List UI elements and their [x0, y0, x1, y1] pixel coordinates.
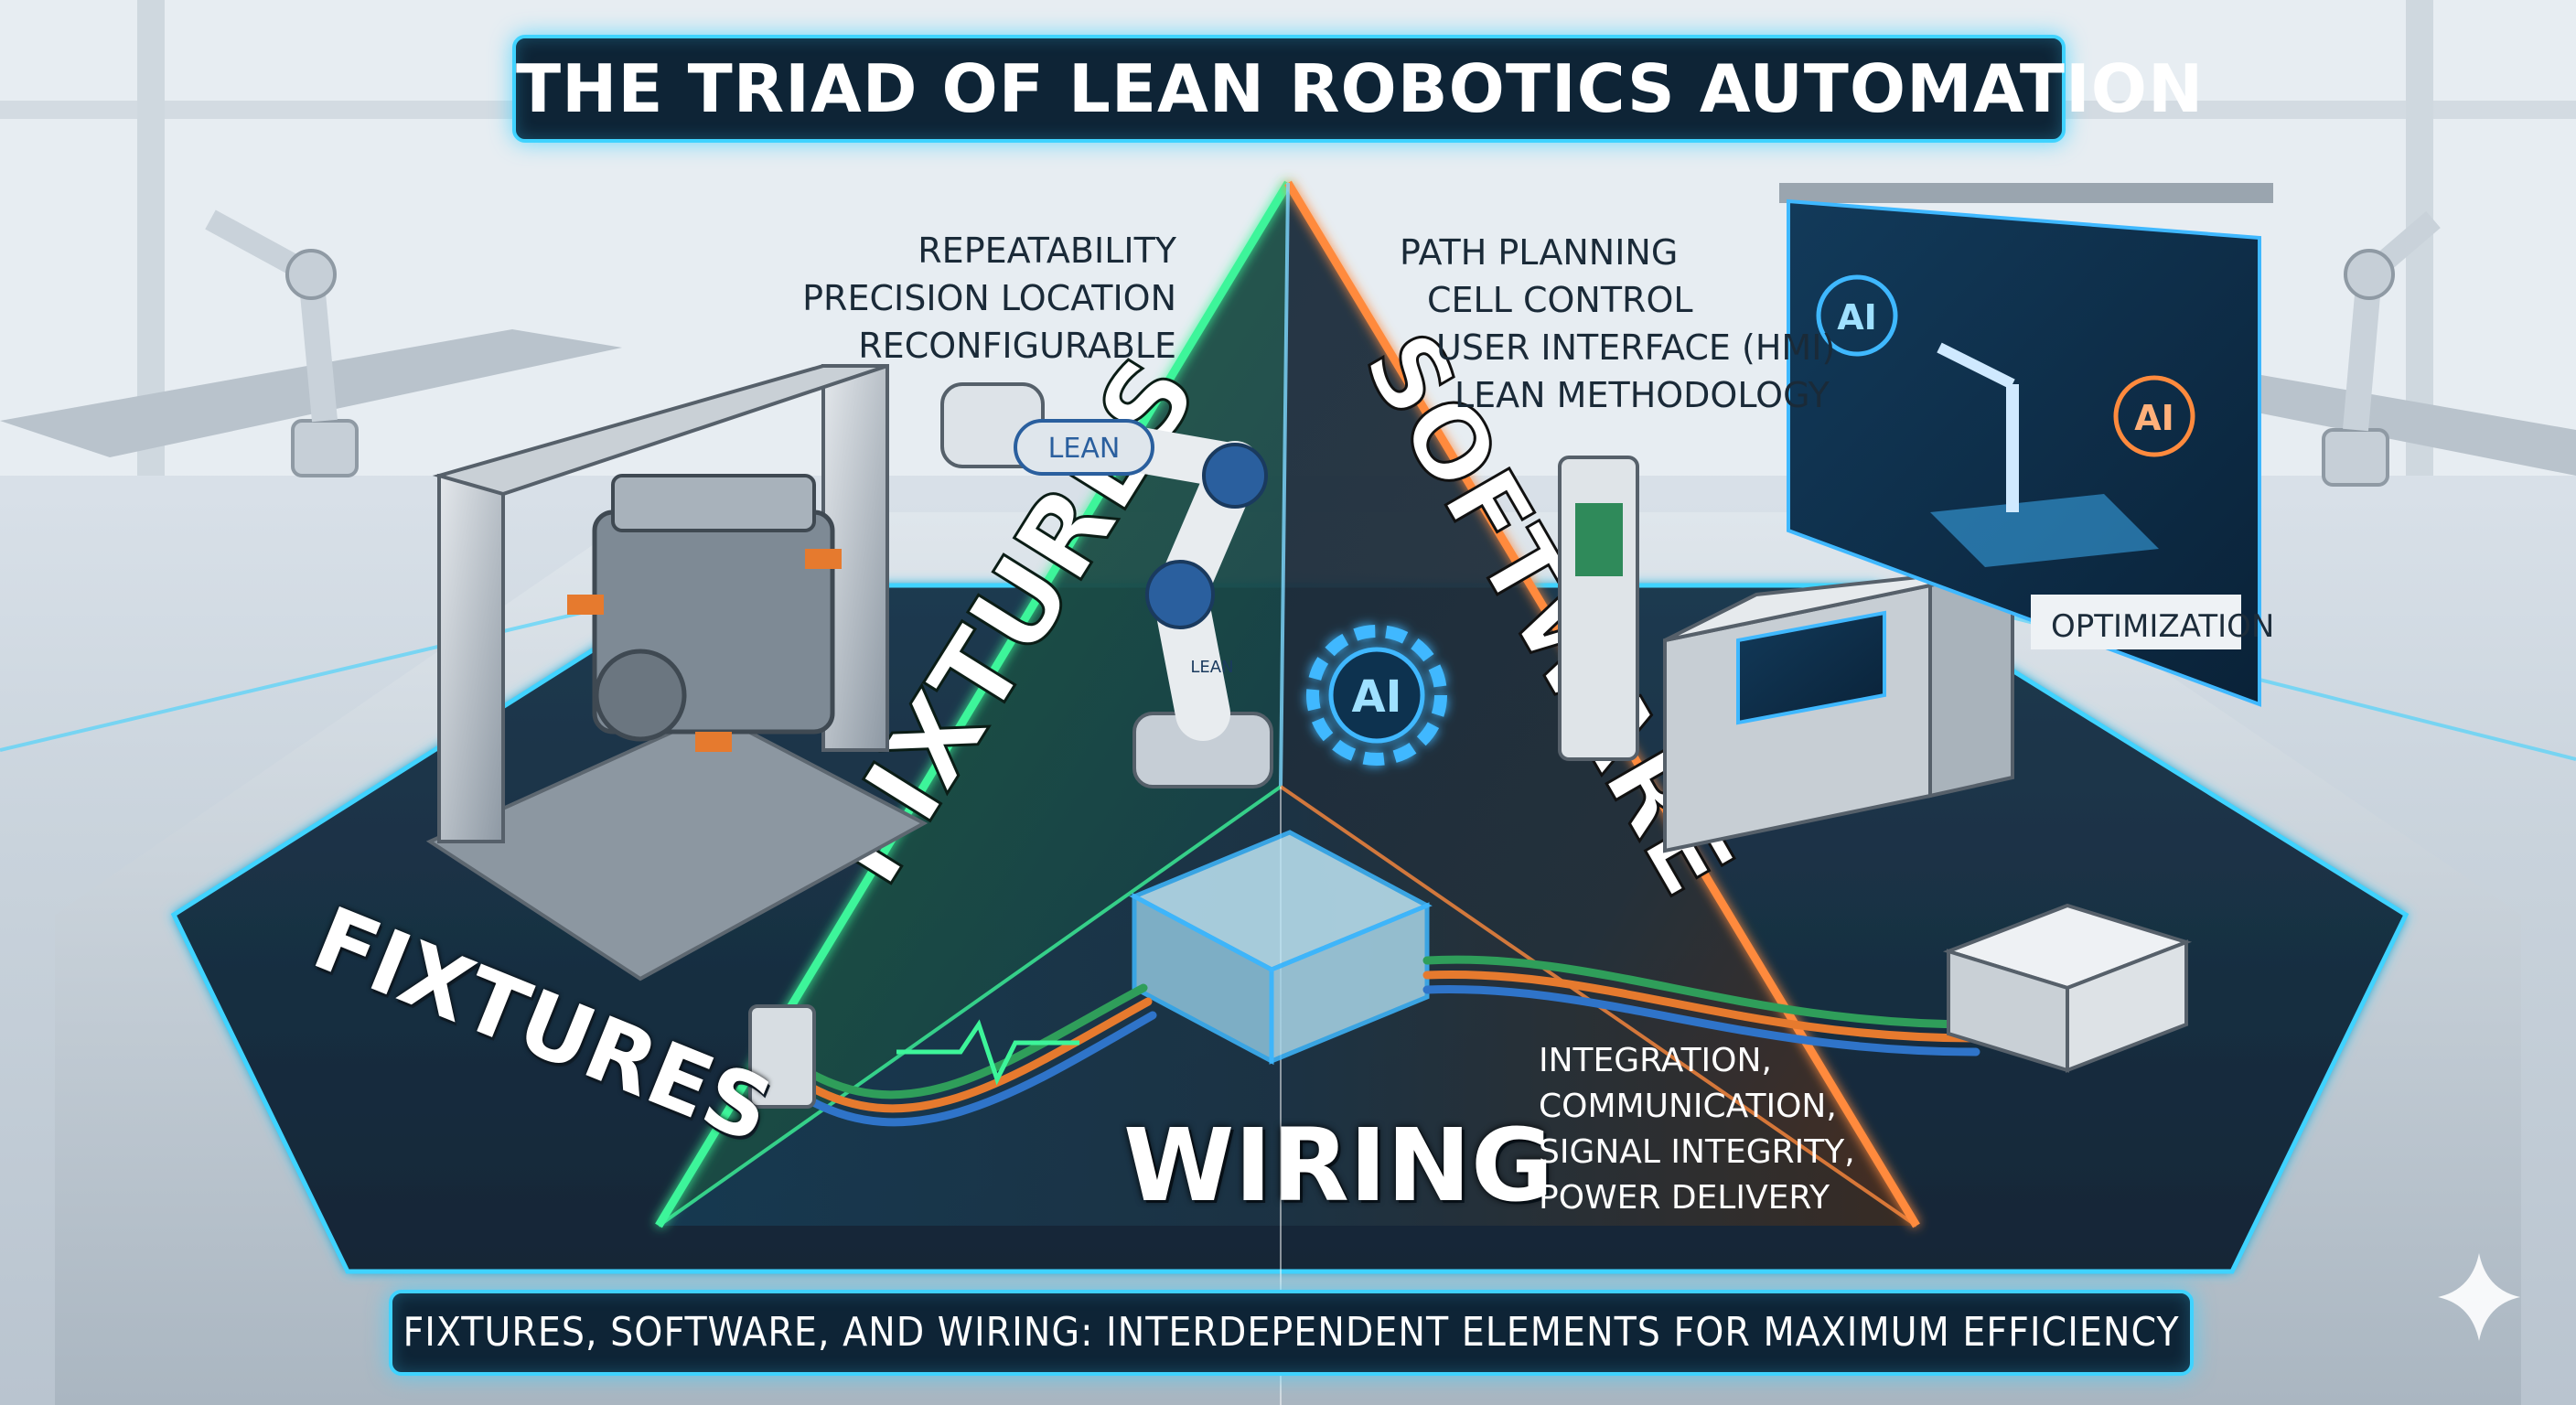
fixtures-attributes: REPEATABILITY PRECISION LOCATION RECONFI… — [802, 227, 1176, 370]
screen-badge-left: AI — [1837, 297, 1877, 338]
pulse-wave-icon — [896, 1019, 1079, 1086]
fixtures-attribute: RECONFIGURABLE — [858, 326, 1176, 366]
optimization-caption: OPTIMIZATION — [2051, 608, 2275, 645]
wiring-label: WIRING — [1123, 1107, 1554, 1224]
fixtures-attribute: REPEATABILITY — [918, 231, 1176, 271]
software-attribute: USER INTERFACE (HMI) — [1436, 327, 1836, 368]
wiring-attribute: INTEGRATION, — [1539, 1042, 1772, 1079]
engine-block-icon — [592, 474, 835, 742]
wiring-attribute: COMMUNICATION, — [1539, 1088, 1837, 1125]
cables — [800, 955, 1980, 1127]
optimization-screen: AI AI — [1779, 183, 2273, 707]
power-supply-icon — [1942, 903, 2193, 1073]
junction-box-icon — [1129, 830, 1433, 1066]
fixtures-attribute: PRECISION LOCATION — [802, 278, 1176, 318]
software-attribute: PATH PLANNING — [1400, 232, 1679, 273]
sparkle-icon — [2438, 1253, 2520, 1341]
engine-fixture — [425, 364, 928, 981]
gear-badge: AI — [1351, 671, 1401, 723]
left-connector — [748, 1004, 816, 1109]
software-attributes: PATH PLANNING CELL CONTROL USER INTERFAC… — [1400, 229, 1835, 419]
wiring-attributes: INTEGRATION, COMMUNICATION, SIGNAL INTEG… — [1539, 1038, 1855, 1221]
software-attribute: CELL CONTROL — [1427, 280, 1693, 320]
software-attribute: LEAN METHODOLOGY — [1454, 375, 1830, 415]
title-banner: THE TRIAD OF LEAN ROBOTICS AUTOMATION — [512, 35, 2203, 143]
wiring-attribute: POWER DELIVERY — [1539, 1179, 1830, 1217]
lean-robot-arm-icon: LEAN LEAN — [940, 382, 1273, 788]
ai-gear-icon: AI — [1306, 625, 1447, 766]
screen-badge-right: AI — [2134, 398, 2174, 438]
robot-wrist-text: LEAN — [1190, 658, 1233, 677]
wiring-attribute: SIGNAL INTEGRITY, — [1539, 1133, 1855, 1171]
robot-arm-badge: LEAN — [1048, 433, 1121, 465]
footer-banner: FIXTURES, SOFTWARE, AND WIRING: INTERDEP… — [389, 1290, 2194, 1376]
